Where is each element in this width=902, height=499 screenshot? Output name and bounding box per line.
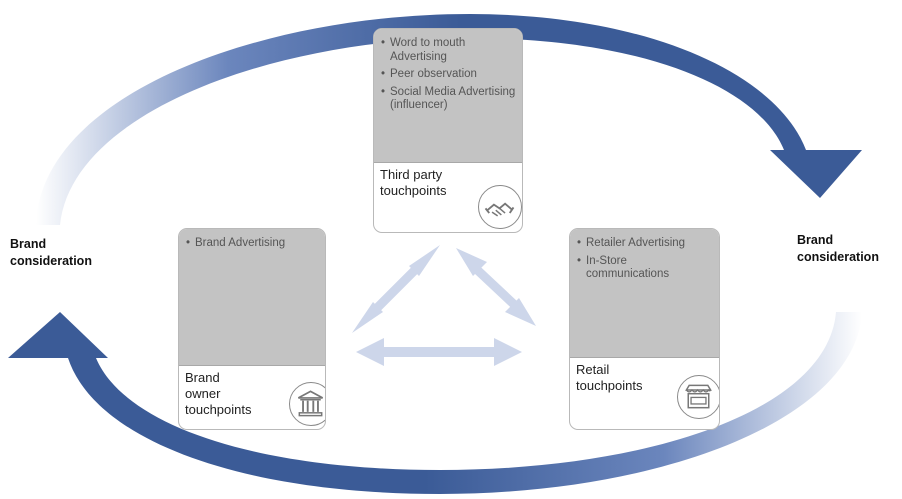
- connector-brand-third: [352, 245, 440, 333]
- third-party-bullets-panel: Word to mouth Advertising Peer observati…: [374, 29, 522, 163]
- cycle-arrow-top: [36, 14, 862, 225]
- brand-consideration-label-left: Brand consideration: [10, 236, 120, 270]
- third-party-touchpoints-box: Word to mouth Advertising Peer observati…: [373, 28, 523, 233]
- label-left-line2: consideration: [10, 254, 92, 268]
- brand-owner-touchpoints-box: Brand Advertising Brand owner touchpoint…: [178, 228, 326, 430]
- third-party-title-line1: Third party: [380, 167, 443, 182]
- label-right-line2: consideration: [797, 250, 879, 264]
- retail-title: Retail touchpoints: [570, 358, 719, 394]
- bullet-item: Brand Advertising: [186, 237, 319, 251]
- label-right-line1: Brand: [797, 233, 834, 247]
- brand-owner-title: Brand owner touchpoints: [179, 366, 325, 418]
- bullet-item: In-Store communications: [577, 255, 713, 282]
- brand-owner-title-line2: owner: [185, 386, 221, 401]
- store-icon: [677, 375, 719, 419]
- retail-touchpoints-box: Retailer Advertising In-Store communicat…: [569, 228, 720, 430]
- brand-owner-bullets-panel: Brand Advertising: [179, 229, 325, 366]
- third-party-title-line2: touchpoints: [380, 183, 447, 198]
- connector-brand-retail: [356, 338, 522, 366]
- bullet-item: Peer observation: [381, 68, 516, 82]
- handshake-icon: [478, 185, 522, 229]
- bullet-item: Word to mouth Advertising: [381, 37, 516, 64]
- building-icon: [289, 382, 325, 426]
- third-party-title: Third party touchpoints: [374, 163, 522, 199]
- bullet-item: Social Media Advertising (influencer): [381, 86, 516, 113]
- label-left-line1: Brand: [10, 237, 47, 251]
- connector-third-retail: [456, 248, 536, 326]
- brand-consideration-label-right: Brand consideration: [797, 232, 902, 266]
- brand-owner-title-line3: touchpoints: [185, 402, 252, 417]
- retail-title-line2: touchpoints: [576, 378, 643, 393]
- retail-title-line1: Retail: [576, 362, 610, 377]
- brand-owner-title-line1: Brand: [185, 370, 220, 385]
- cycle-arrow-bottom: [8, 312, 862, 494]
- bullet-item: Retailer Advertising: [577, 237, 713, 251]
- retail-bullets-panel: Retailer Advertising In-Store communicat…: [570, 229, 719, 358]
